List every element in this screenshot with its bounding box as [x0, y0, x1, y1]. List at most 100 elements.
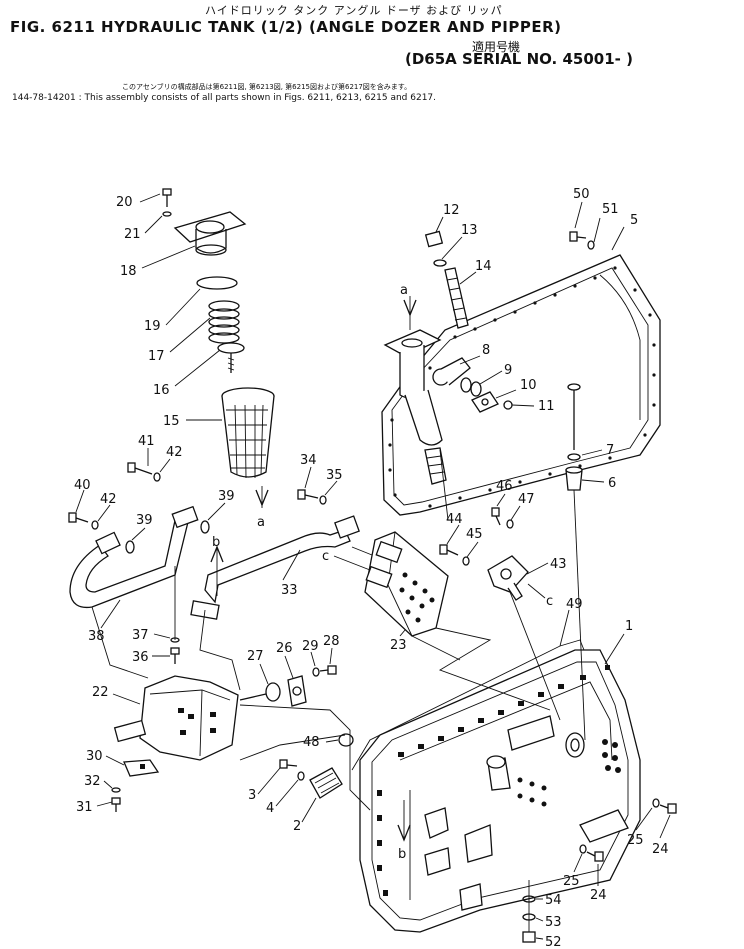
cap-12: [424, 230, 444, 248]
bolt-40: [68, 512, 89, 523]
tank-cover-5: [381, 254, 661, 516]
tank-port-upper: [565, 732, 585, 758]
callout-18: 18: [120, 264, 137, 279]
valve-43: [487, 555, 529, 601]
gasket-13: [433, 259, 447, 267]
tank-bracket-upper: [507, 715, 555, 751]
callout-1: 1: [625, 619, 633, 634]
o-ring-39a: [125, 540, 135, 554]
callout-24-right: 24: [652, 842, 669, 857]
washer-47: [506, 519, 514, 529]
callout-52: 52: [545, 935, 562, 949]
figure-title: FIG. 6211 HYDRAULIC TANK (1/2) (ANGLE DO…: [10, 18, 562, 36]
callout-35: 35: [326, 468, 343, 483]
callout-25-right: 25: [627, 833, 644, 848]
spring-17: [208, 300, 240, 344]
manifold-23: [364, 531, 449, 637]
flow-arrow-a: [255, 489, 269, 507]
callout-42-lower: 42: [100, 492, 117, 507]
filter-element-15: [221, 387, 275, 479]
callout-31: 31: [76, 800, 93, 815]
callout-19: 19: [144, 319, 161, 334]
fitting-30: [123, 759, 160, 777]
callout-13: 13: [461, 223, 478, 238]
washer-32: [111, 787, 121, 793]
filter-cover-18: [173, 211, 247, 256]
drain-plug-6: [565, 466, 583, 491]
japanese-title: ハイドロリック タンク アングル ドーザ および リッパ: [205, 4, 503, 17]
callout-47: 47: [518, 492, 535, 507]
callout-6: 6: [608, 476, 616, 491]
callout-11: 11: [538, 399, 555, 414]
callout-32: 32: [84, 774, 101, 789]
japanese-serial-label: 適用号機: [472, 40, 521, 54]
callout-12: 12: [443, 203, 460, 218]
sight-gauge-8: [432, 357, 471, 386]
callout-labels: 20 21 18 19 17 16 15 a 41 42 40 42 39 39…: [74, 187, 669, 949]
assembly-note-english: 144-78-14201 : This assembly consists of…: [12, 93, 437, 103]
o-ring-7: [567, 383, 581, 461]
packing-9: [460, 377, 482, 397]
bolt-24a: [659, 803, 677, 814]
o-ring-48: [338, 733, 354, 747]
flange-27: [239, 682, 281, 702]
washer-45: [462, 556, 470, 566]
callout-39-left: 39: [136, 513, 153, 528]
callout-3: 3: [248, 788, 256, 803]
callout-10: 10: [520, 378, 537, 393]
hose-38: [69, 505, 199, 609]
callout-45: 45: [466, 527, 483, 542]
callout-20: 20: [116, 195, 133, 210]
callout-33: 33: [281, 583, 298, 598]
callout-41: 41: [138, 434, 155, 449]
callout-21: 21: [124, 227, 141, 242]
assembly-link-lines: [91, 449, 586, 932]
callout-50: 50: [573, 187, 590, 202]
callout-26: 26: [276, 641, 293, 656]
washer-42b: [91, 520, 99, 530]
callout-36: 36: [132, 650, 149, 665]
leader-lines: [75, 193, 671, 940]
washer-25b: [579, 844, 587, 854]
flow-arrow-b2: [397, 824, 411, 842]
callout-42-upper: 42: [166, 445, 183, 460]
callout-14: 14: [475, 259, 492, 274]
callout-54: 54: [545, 893, 562, 908]
plate-10: [471, 391, 499, 413]
bolt-28: [319, 665, 337, 675]
callout-46: 46: [496, 479, 513, 494]
bolt-41: [127, 462, 153, 475]
callout-25-lower: 25: [563, 874, 580, 889]
control-valve-22: [113, 675, 239, 761]
callout-51: 51: [602, 202, 619, 217]
flow-arrow-b: [210, 545, 224, 563]
callout-7: 7: [606, 443, 614, 458]
callout-48: 48: [303, 735, 320, 750]
washer-51: [587, 240, 595, 250]
tank-mount-left: [424, 807, 493, 911]
washer-42a: [153, 472, 161, 482]
callout-49: 49: [566, 597, 583, 612]
callout-53: 53: [545, 915, 562, 930]
bolt-24b: [586, 851, 604, 862]
serial-number-range: (D65A SERIAL NO. 45001- ): [405, 50, 633, 68]
callout-9: 9: [504, 363, 512, 378]
bolt-11: [503, 400, 513, 410]
callout-28: 28: [323, 634, 340, 649]
filler-neck-a: [383, 329, 443, 446]
nut-52: [522, 931, 536, 943]
flow-arrow-a2: [403, 299, 417, 317]
callout-29: 29: [302, 639, 319, 654]
tank-mount-right: [579, 809, 629, 843]
bolt-31: [111, 797, 121, 812]
callout-38: 38: [88, 629, 105, 644]
callout-b-lower: b: [398, 847, 406, 862]
callout-44: 44: [446, 512, 463, 527]
callout-2: 2: [293, 819, 301, 834]
callout-40: 40: [74, 478, 91, 493]
o-ring-19: [196, 276, 238, 290]
assembly-note-japanese: このアセンブリの構成部品は第6211図, 第6213図, 第6215図および第6…: [122, 83, 412, 91]
strainer-pipe-14: [444, 267, 469, 329]
washer-4: [297, 771, 305, 781]
callout-27: 27: [247, 649, 264, 664]
